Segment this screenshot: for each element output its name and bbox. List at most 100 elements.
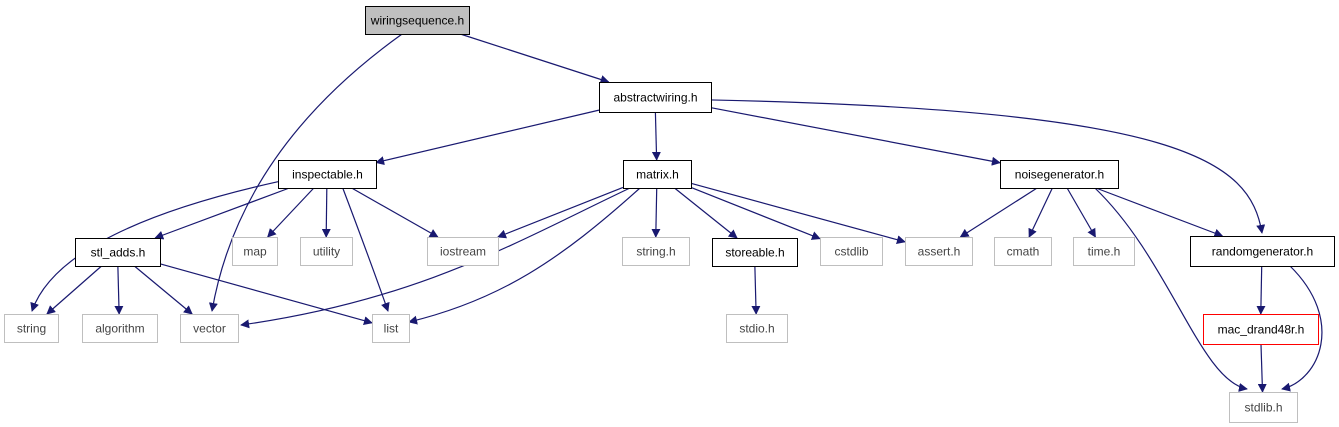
edge-inspectable-to-map — [267, 187, 315, 238]
edge-noisegenerator-to-assert — [959, 187, 1038, 238]
edge-wiringsequence-to-abstractwiring — [460, 33, 610, 84]
edge-matrix-to-assert — [690, 182, 906, 245]
node-box — [75, 238, 161, 267]
node-noisegenerator[interactable]: noisegenerator.h — [1000, 160, 1119, 189]
node-box — [1190, 236, 1335, 267]
node-label: map — [243, 245, 267, 259]
node-label: cstdlib — [834, 245, 868, 259]
node-cmath: cmath — [994, 237, 1052, 266]
node-label: matrix.h — [636, 168, 679, 182]
node-label: algorithm — [95, 322, 144, 336]
edge-inspectable-to-list — [342, 187, 390, 312]
node-box — [1073, 237, 1135, 266]
edges-layer — [30, 33, 1323, 393]
node-string_h: string.h — [622, 237, 690, 266]
node-label: cmath — [1007, 245, 1040, 259]
node-map: map — [232, 237, 278, 266]
edge-matrix-to-cstdlib — [690, 186, 821, 240]
node-box — [599, 82, 712, 113]
edge-wiringsequence-to-vector — [208, 33, 403, 312]
nodes-layer: wiringsequence.h abstractwiring.h inspecta… — [4, 6, 1335, 423]
node-label: time.h — [1088, 245, 1121, 259]
node-box — [232, 237, 278, 266]
edge-abstractwiring-to-noisegenerator — [710, 107, 1001, 166]
node-box — [726, 314, 788, 343]
node-box — [1000, 160, 1119, 189]
node-inspectable[interactable]: inspectable.h — [278, 160, 377, 189]
edge-abstractwiring-to-randomgenerator — [710, 99, 1266, 234]
node-time: time.h — [1073, 237, 1135, 266]
node-box — [4, 314, 59, 343]
edge-storeable-to-stdio — [751, 265, 761, 315]
node-iostream: iostream — [427, 237, 499, 266]
node-label: list — [384, 322, 399, 336]
node-stdio: stdio.h — [726, 314, 788, 343]
node-label: iostream — [440, 245, 486, 259]
node-box — [820, 237, 883, 266]
edge-noisegenerator-to-time — [1066, 187, 1096, 238]
node-label: string.h — [636, 245, 675, 259]
edge-matrix-to-iostream — [497, 186, 624, 239]
node-matrix[interactable]: matrix.h — [623, 160, 692, 189]
node-label: storeable.h — [725, 246, 784, 260]
edge-stl_adds-to-list — [159, 263, 373, 326]
node-label: noisegenerator.h — [1015, 168, 1104, 182]
node-label: string — [17, 322, 46, 336]
node-assert: assert.h — [905, 237, 973, 266]
edge-matrix-to-vector — [240, 187, 631, 329]
edge-matrix-to-list — [408, 187, 641, 325]
edge-inspectable-to-iostream — [351, 187, 439, 238]
edge-randomgenerator-to-mac_drand48r — [1256, 265, 1266, 315]
edge-stl_adds-to-vector — [133, 265, 193, 315]
node-list: list — [372, 314, 410, 343]
node-label: randomgenerator.h — [1212, 245, 1313, 259]
node-mac_drand48r[interactable]: mac_drand48r.h — [1203, 314, 1319, 345]
node-box — [180, 314, 239, 343]
node-label: utility — [313, 245, 340, 259]
node-cstdlib: cstdlib — [820, 237, 883, 266]
node-label: stl_adds.h — [91, 246, 146, 260]
edge-noisegenerator-to-cmath — [1028, 187, 1053, 238]
edge-matrix-to-string_h — [651, 187, 661, 238]
edge-mac_drand48r-to-stdlib — [1257, 343, 1267, 393]
node-box — [427, 237, 499, 266]
edge-stl_adds-to-string — [46, 265, 102, 315]
node-box — [365, 6, 470, 35]
node-label: assert.h — [918, 245, 961, 259]
node-box — [623, 160, 692, 189]
node-box — [372, 314, 410, 343]
node-box — [1203, 314, 1319, 345]
node-string: string — [4, 314, 59, 343]
node-wiringsequence[interactable]: wiringsequence.h — [365, 6, 470, 35]
node-vector: vector — [180, 314, 239, 343]
node-label: inspectable.h — [292, 168, 363, 182]
node-box — [712, 238, 798, 267]
node-algorithm: algorithm — [82, 314, 158, 343]
node-box — [622, 237, 690, 266]
node-abstractwiring[interactable]: abstractwiring.h — [599, 82, 712, 113]
edge-inspectable-to-utility — [321, 187, 331, 238]
edge-stl_adds-to-algorithm — [114, 265, 124, 315]
node-box — [905, 237, 973, 266]
node-stl_adds[interactable]: stl_adds.h — [75, 238, 161, 267]
node-label: vector — [193, 322, 226, 336]
node-stdlib: stdlib.h — [1229, 392, 1298, 423]
node-randomgenerator[interactable]: randomgenerator.h — [1190, 236, 1335, 267]
node-box — [278, 160, 377, 189]
edge-matrix-to-storeable — [674, 187, 738, 239]
node-box — [300, 237, 353, 266]
node-label: stdlib.h — [1244, 401, 1282, 415]
node-box — [82, 314, 158, 343]
edge-abstractwiring-to-matrix — [651, 111, 661, 161]
edge-abstractwiring-to-inspectable — [375, 109, 600, 166]
node-label: mac_drand48r.h — [1218, 323, 1305, 337]
node-box — [1229, 392, 1298, 423]
edge-inspectable-to-stl_adds — [154, 187, 290, 240]
node-storeable[interactable]: storeable.h — [712, 238, 798, 267]
node-label: wiringsequence.h — [370, 14, 464, 28]
node-label: abstractwiring.h — [613, 91, 697, 105]
node-label: stdio.h — [739, 322, 774, 336]
edge-noisegenerator-to-stdlib — [1094, 187, 1248, 392]
edge-noisegenerator-to-randomgenerator — [1095, 187, 1224, 238]
